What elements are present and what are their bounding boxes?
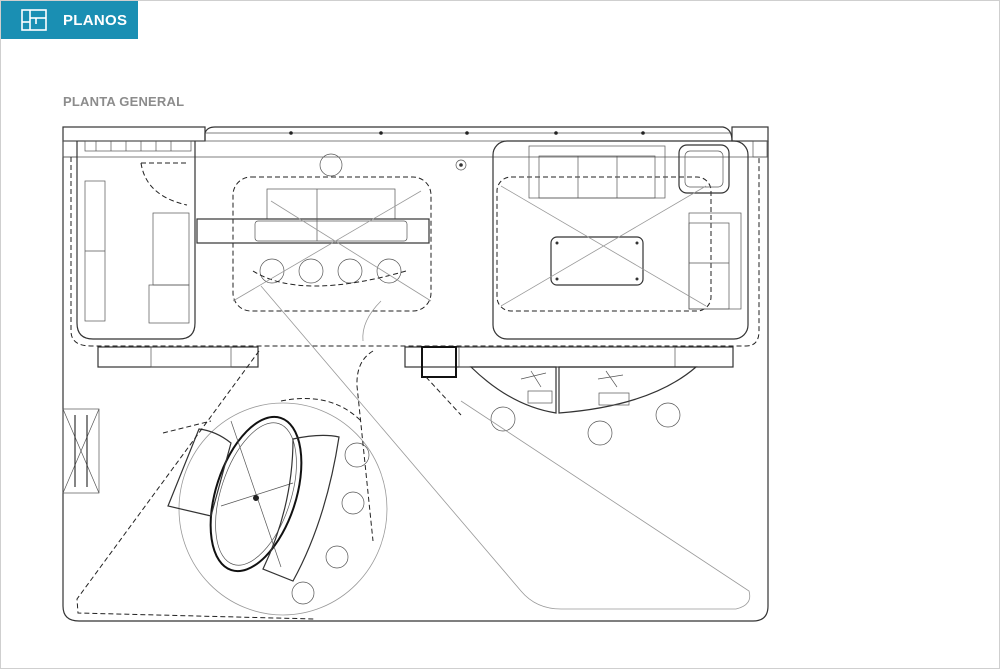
- stand-outline: [62, 126, 769, 622]
- reception-desks: [469, 366, 698, 446]
- left-wall-panel: [62, 408, 100, 494]
- front-counter-strip: [97, 346, 734, 416]
- plan-section-title: PLANTA GENERAL: [63, 94, 185, 109]
- lounge-room: [492, 140, 749, 340]
- header-title: PLANOS: [63, 12, 128, 29]
- bar-counter-area: [196, 153, 467, 312]
- circulation-path: [260, 285, 751, 610]
- floor-plan-icon: [21, 9, 47, 31]
- oval-meeting-area: [76, 350, 388, 620]
- left-storage-room: [76, 140, 196, 340]
- section-header-tab[interactable]: PLANOS: [1, 1, 138, 39]
